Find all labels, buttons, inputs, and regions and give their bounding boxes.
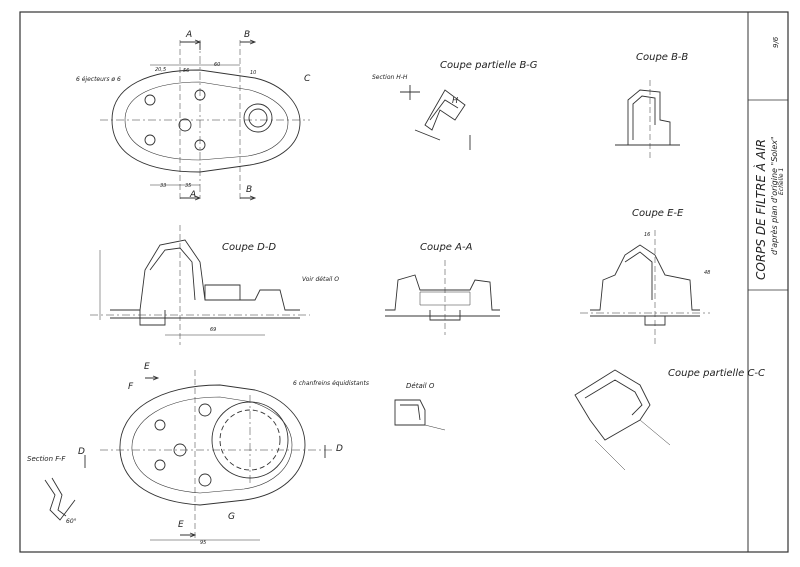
coupe-aa-view: [385, 260, 500, 335]
dim-56: 56: [183, 68, 190, 74]
sheet-number: 9/6: [772, 36, 780, 48]
section-letter-c: C: [304, 74, 311, 84]
coupe-ee-title: Coupe E-E: [632, 208, 684, 219]
dim-60: 60: [214, 62, 221, 68]
dim-69: 69: [210, 327, 217, 333]
dim-95: 95: [200, 540, 207, 546]
coupe-bb-view: [615, 80, 680, 160]
coupe-cc-title: Coupe partielle C-C: [668, 368, 766, 379]
section-letter-d-right: D: [336, 444, 343, 454]
section-letter-g: G: [228, 512, 235, 522]
plan-view-bottom: [100, 370, 335, 541]
section-letter-h: H: [452, 96, 459, 105]
section-ff-view: [44, 477, 76, 521]
section-letter-d-left: D: [78, 447, 85, 457]
section-letter-e: E: [144, 362, 150, 372]
plan-view-top: [100, 40, 310, 200]
drawing-title: CORPS DE FILTRE À AIR: [754, 139, 768, 280]
dim-10: 10: [250, 70, 257, 76]
section-ff-label: Section F-F: [27, 455, 66, 463]
coupe-aa-title: Coupe A-A: [420, 242, 473, 253]
title-block: CORPS DE FILTRE À AIR d'après plan d'ori…: [748, 10, 788, 550]
coupe-dd-title: Coupe D-D: [222, 242, 277, 253]
dim-205: 20,5: [155, 67, 167, 73]
coupe-ee-view: [580, 230, 710, 345]
section-letter-f: F: [128, 382, 134, 392]
drawing-scale: Echelle 1: [778, 167, 785, 195]
drawing-subtitle: d'après plan d'origine "Solex": [770, 136, 779, 255]
angle-ff-note: 60°: [66, 518, 77, 525]
coupe-cc-view: [574, 369, 671, 471]
section-letter-e-bottom: E: [178, 520, 184, 530]
chanfreins-note: 6 chanfreins équidistants: [293, 380, 369, 387]
section-letter-b-bottom: B: [246, 185, 253, 195]
dim-35: 35: [185, 183, 192, 189]
dim-16: 16: [644, 232, 651, 238]
dim-48: 48: [704, 270, 711, 276]
ejecteurs-note: 6 éjecteurs ø 6: [76, 76, 121, 83]
section-letter-a: A: [186, 30, 193, 40]
section-hh-label: Section H-H: [372, 74, 408, 81]
coupe-bg-title: Coupe partielle B-G: [440, 60, 538, 71]
section-letter-a-bottom: A: [190, 190, 197, 200]
detail-o-title: Détail O: [406, 382, 435, 390]
detail-o-view: [394, 399, 446, 431]
sheet-border: [19, 11, 789, 553]
coupe-dd-view: [90, 225, 310, 345]
dim-33: 33: [160, 183, 167, 189]
section-letter-b: B: [244, 30, 251, 40]
voir-detail-note: Voir détail O: [302, 276, 339, 283]
coupe-partielle-bg: [400, 85, 471, 150]
coupe-bb-title: Coupe B-B: [636, 52, 689, 63]
section-markers: [84, 39, 326, 538]
